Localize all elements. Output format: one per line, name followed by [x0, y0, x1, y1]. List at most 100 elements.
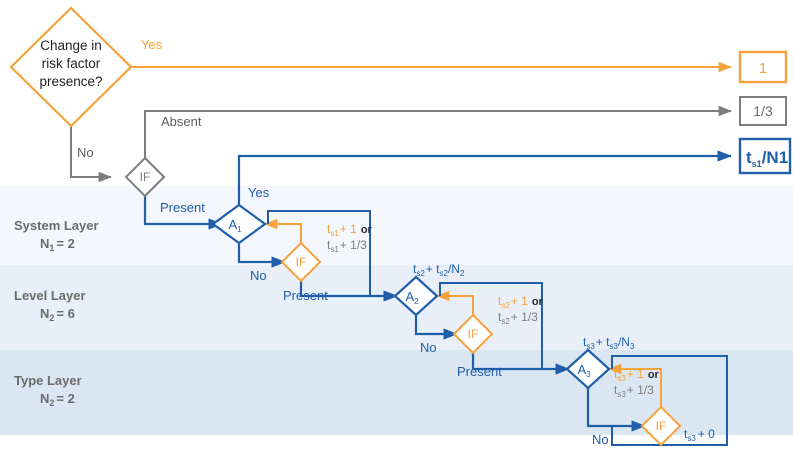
- start-decision-line2: risk factor: [42, 56, 101, 71]
- terminal-rest: + 0: [698, 427, 715, 441]
- terminal-prefix: t: [684, 427, 688, 441]
- output-ts1-sub: s1: [752, 159, 762, 169]
- output-ts1-prefix: t: [746, 148, 752, 167]
- sum-s2-tail: /N: [448, 262, 460, 276]
- terminal-sub: s3: [687, 434, 696, 443]
- formula-3-gray-rest: + 1/3: [627, 383, 654, 397]
- edge-label-absent: Absent: [161, 114, 202, 129]
- band-title-level: Level Layer: [14, 288, 86, 303]
- terminal-ts3-plus-zero: ts3+ 0: [684, 427, 715, 443]
- edge-formula1-box-outline: [267, 210, 371, 296]
- band-n-letter-type: N: [40, 391, 49, 406]
- output-box-one-third-rect: [739, 96, 787, 126]
- band-n-system: N1= 2: [40, 236, 75, 253]
- if-node-3-diamond: [452, 313, 494, 355]
- formula-3-orange-prefix: t: [614, 367, 618, 381]
- edge-a1-yes-to-output-ts1n1: [237, 150, 732, 205]
- sum-label-s3: ts3+ ts3/N3: [583, 335, 635, 351]
- if-node-4-diamond: [640, 405, 682, 447]
- formula-2-gray-prefix: t: [498, 310, 502, 324]
- output-box-one[interactable]: 1: [738, 50, 788, 84]
- formula-3-orange-sub: s3: [617, 374, 626, 383]
- formula-3-orange-rest: + 1: [627, 367, 644, 381]
- formula-1-gray-sub: s1: [330, 245, 339, 254]
- band-n-value-level: = 6: [56, 306, 74, 321]
- output-box-ts1-n1[interactable]: ts1/N1: [738, 137, 792, 175]
- edge-formula2-loop: [471, 353, 570, 375]
- formula-group-3-line1: ts3+ 1 or: [614, 367, 660, 383]
- accumulator-a1-diamond: [211, 203, 267, 245]
- accumulator-a1[interactable]: A1: [211, 203, 267, 245]
- accumulator-a2[interactable]: A2: [393, 275, 439, 317]
- edge-a3-no-to-if4: [586, 388, 646, 432]
- band-title-type: Type Layer: [14, 373, 82, 388]
- edge-formula1-loop: [299, 281, 398, 302]
- band-n-sub-level: 2: [49, 313, 54, 323]
- band-label-type: Type Layer N2= 2: [14, 373, 82, 408]
- formula-2-orange-rest: + 1: [511, 294, 528, 308]
- start-decision-diamond: [9, 6, 133, 128]
- edge-absent-to-output-onethird: [144, 105, 732, 158]
- band-n-type: N2= 2: [40, 391, 75, 408]
- accumulator-a3-diamond: [565, 348, 611, 390]
- edge-if4-feedback-to-a3: [608, 363, 662, 407]
- if-node-1-diamond: [124, 156, 166, 198]
- formula-3-gray-prefix: t: [614, 383, 618, 397]
- sum-s2-sub1: s2: [416, 269, 425, 278]
- accumulator-a2-label: A2: [405, 289, 419, 306]
- formula-3-or: or: [648, 369, 660, 381]
- formula-2-or: or: [532, 296, 544, 308]
- sum-s3-sub1: s3: [586, 342, 595, 351]
- accumulator-a3[interactable]: A3: [565, 348, 611, 390]
- formula-3-gray-sub: s3: [617, 390, 626, 399]
- sum-s2-sub2: s2: [439, 269, 448, 278]
- sum-s3-sub2: s3: [609, 342, 618, 351]
- sum-s3-sub3: 3: [630, 342, 635, 351]
- sum-s3-mid: + t: [596, 335, 610, 349]
- band-n-value-type: = 2: [56, 391, 74, 406]
- band-level-layer: [0, 265, 793, 350]
- if-node-3[interactable]: IF: [452, 313, 494, 355]
- edge-label-present-1: Present: [160, 200, 205, 215]
- if-node-4-label: IF: [656, 419, 667, 433]
- band-n-letter-system: N: [40, 236, 49, 251]
- edge-if3-feedback-to-a2: [436, 290, 474, 315]
- sum-s2-p1: t: [413, 262, 417, 276]
- edge-present-to-a1: [143, 196, 223, 230]
- output-box-one-third-label: 1/3: [753, 103, 773, 119]
- formula-group-2-line2: ts2+ 1/3: [498, 310, 538, 326]
- band-label-system: System Layer N1= 2: [14, 218, 99, 253]
- accumulator-a3-label: A3: [577, 362, 591, 379]
- edge-formula3-box-outline: [611, 355, 728, 446]
- layer-bands: [0, 186, 793, 435]
- formula-1-gray-rest: + 1/3: [340, 238, 367, 252]
- accumulator-a2-letter: A: [405, 289, 414, 304]
- output-box-one-third[interactable]: 1/3: [739, 96, 787, 126]
- if-node-2[interactable]: IF: [280, 241, 322, 283]
- if-node-2-label: IF: [296, 255, 307, 269]
- formula-1-orange-sub: s1: [330, 229, 339, 238]
- output-box-ts1-n1-rect: [738, 137, 792, 175]
- sum-s2-sub3: 2: [460, 269, 465, 278]
- sum-label-s2: ts2+ ts2/N2: [413, 262, 465, 278]
- edge-label-present-2: Present: [283, 288, 328, 303]
- start-decision-line3: presence?: [39, 74, 102, 89]
- start-decision-line1: Change in: [40, 38, 102, 53]
- accumulator-a2-diamond: [393, 275, 439, 317]
- start-decision-node[interactable]: Change in risk factor presence?: [9, 6, 133, 128]
- output-box-ts1-n1-label: ts1/N1: [746, 148, 788, 169]
- accumulator-a1-letter: A: [228, 217, 237, 232]
- edge-no-to-if1: [70, 108, 112, 183]
- output-ts1-suffix: /N1: [762, 148, 788, 167]
- if-node-2-diamond: [280, 241, 322, 283]
- if-node-4[interactable]: IF: [640, 405, 682, 447]
- edge-a2-no-to-if3: [414, 315, 458, 340]
- output-box-one-rect: [738, 50, 788, 84]
- sum-s3-p1: t: [583, 335, 587, 349]
- if-node-1-label: IF: [140, 170, 151, 184]
- if-node-1[interactable]: IF: [124, 156, 166, 198]
